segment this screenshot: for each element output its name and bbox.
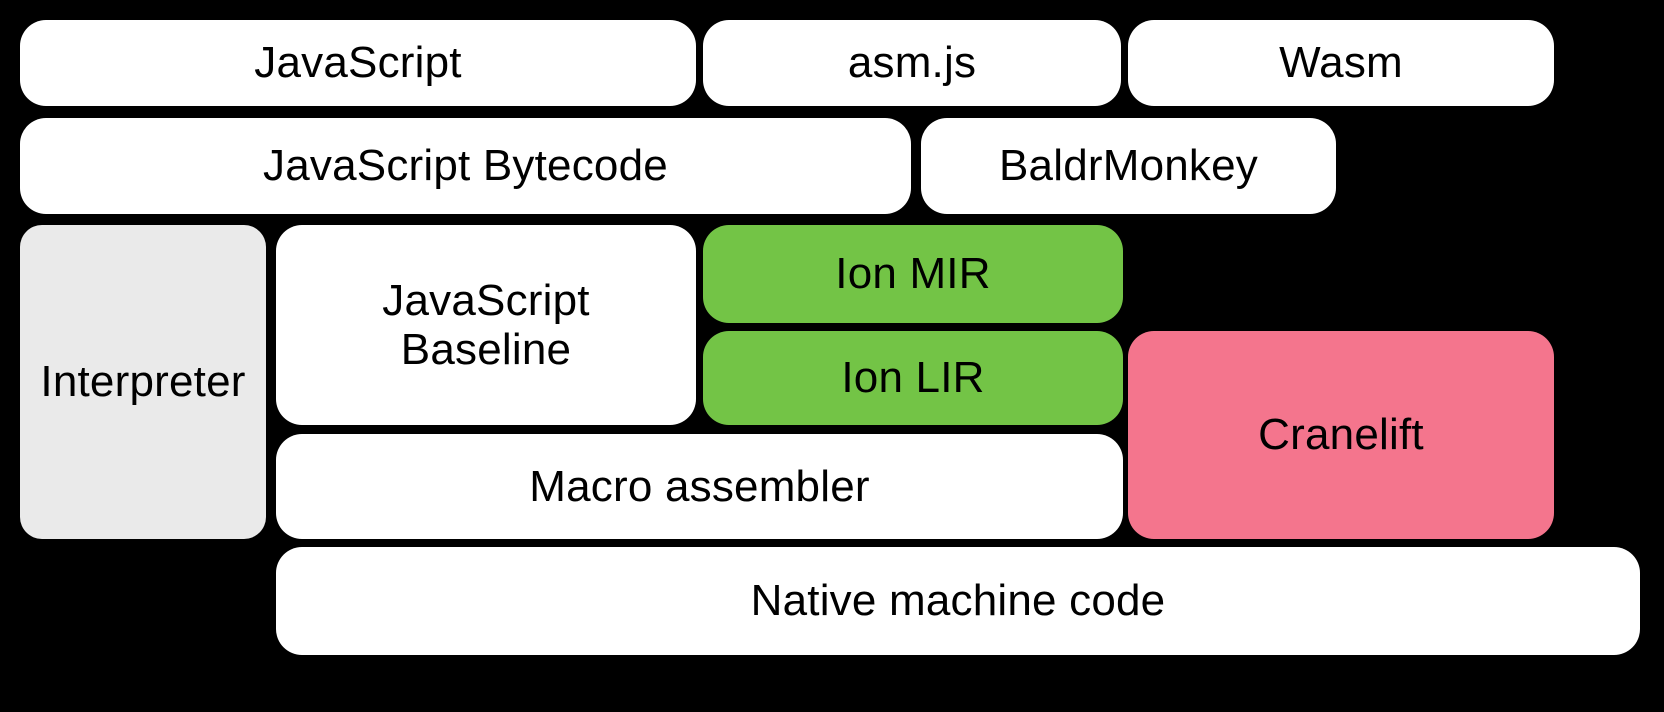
node-ion-lir[interactable]: Ion LIR <box>703 331 1123 425</box>
node-native-machine-code[interactable]: Native machine code <box>276 547 1640 655</box>
node-javascript-baseline[interactable]: JavaScript Baseline <box>276 225 696 425</box>
node-javascript[interactable]: JavaScript <box>20 20 696 106</box>
node-interpreter[interactable]: Interpreter <box>20 225 266 539</box>
node-baldrmonkey[interactable]: BaldrMonkey <box>921 118 1336 214</box>
node-cranelift[interactable]: Cranelift <box>1128 331 1554 539</box>
node-wasm[interactable]: Wasm <box>1128 20 1554 106</box>
node-asmjs[interactable]: asm.js <box>703 20 1121 106</box>
node-macro-assembler[interactable]: Macro assembler <box>276 434 1123 539</box>
node-ion-mir[interactable]: Ion MIR <box>703 225 1123 323</box>
node-javascript-bytecode[interactable]: JavaScript Bytecode <box>20 118 911 214</box>
